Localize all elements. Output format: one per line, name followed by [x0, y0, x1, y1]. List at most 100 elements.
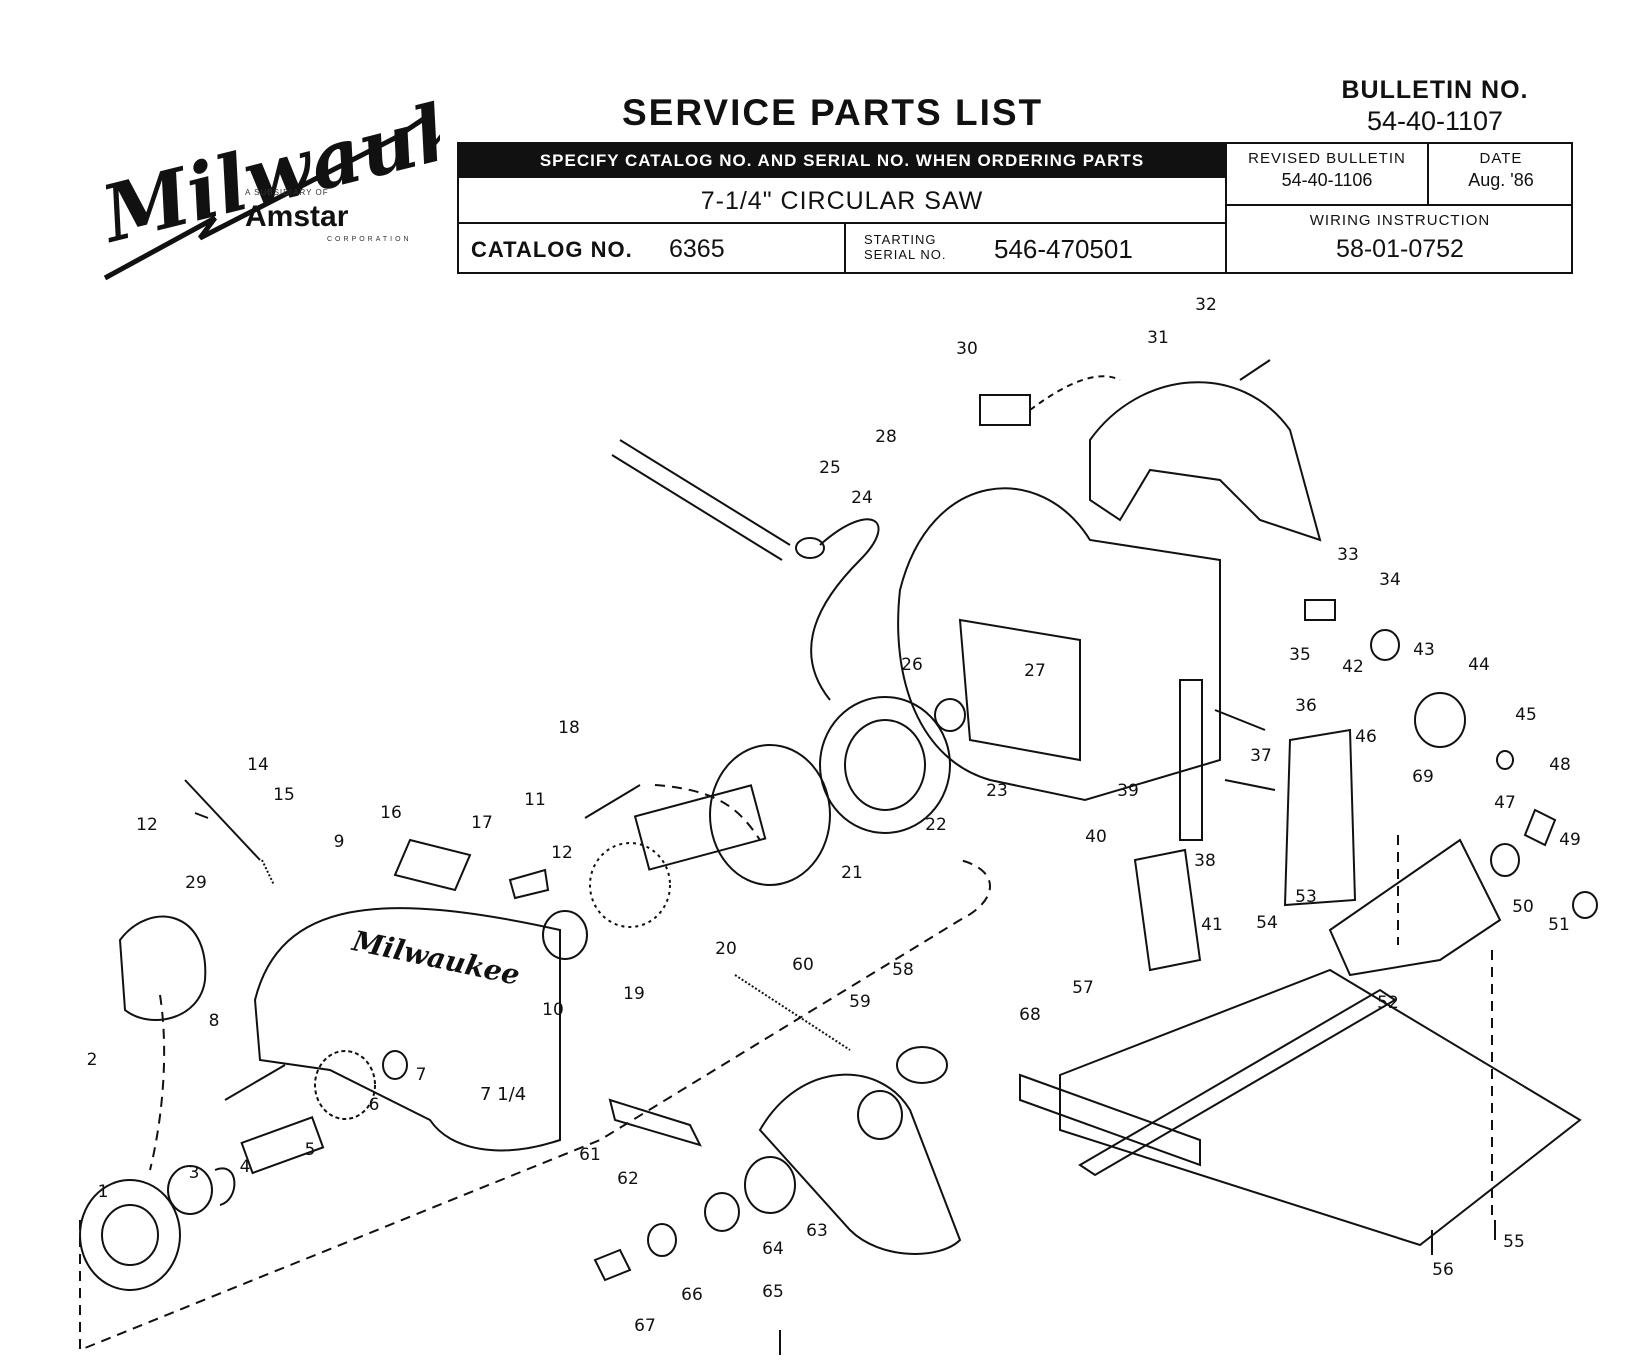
milwaukee-logo: Milwaukee [95, 78, 440, 281]
callout-69: 69 [1412, 767, 1434, 787]
gear [314, 1050, 376, 1120]
callout-15: 15 [273, 785, 295, 805]
ordering-banner: SPECIFY CATALOG NO. AND SERIAL NO. WHEN … [459, 144, 1225, 178]
revised-bulletin-label: REVISED BULLETIN [1248, 150, 1406, 167]
page-title: SERVICE PARTS LIST [622, 92, 1044, 133]
field-bore [844, 719, 926, 811]
callout-39: 39 [1117, 781, 1139, 801]
callout-29: 29 [185, 873, 207, 893]
revised-bulletin-cell: REVISED BULLETIN 54-40-1106 [1227, 144, 1429, 206]
bulletin-number: 54-40-1107 [1366, 106, 1504, 136]
revised-bulletin-number: 54-40-1106 [1281, 170, 1373, 190]
bevel-bracket [1283, 728, 1357, 907]
callout-22: 22 [925, 815, 947, 835]
guard-size-text: 7 1/4 [480, 1084, 526, 1105]
callout-11: 11 [524, 790, 546, 810]
callout-3: 3 [189, 1163, 200, 1183]
wiring-instruction-number: 58-01-0752 [1336, 235, 1464, 263]
cord-strain-relief [795, 537, 825, 559]
bulletin-label: BULLETIN NO. [1341, 76, 1529, 104]
screw-8 [224, 1064, 286, 1101]
lightning-bolt-icon [103, 115, 427, 281]
callout-68: 68 [1019, 1005, 1041, 1025]
bearing-3 [167, 1165, 213, 1215]
callout-42: 42 [1342, 657, 1364, 677]
lower-guard [758, 1073, 962, 1255]
callout-55: 55 [1503, 1232, 1525, 1252]
pin-13 [194, 812, 209, 819]
callout-57: 57 [1072, 978, 1094, 998]
callout-47: 47 [1494, 793, 1516, 813]
serial-label-line-1: STARTING [864, 232, 937, 247]
inner-flange-66 [647, 1223, 677, 1257]
blade-screw-67 [593, 1248, 632, 1282]
callout-46: 46 [1355, 727, 1377, 747]
callout-63: 63 [806, 1221, 828, 1241]
rip-fence [1019, 1073, 1201, 1167]
switch [979, 394, 1031, 426]
handle-40 [1133, 848, 1202, 972]
catalog-number: 6365 [669, 235, 725, 263]
callout-26: 26 [901, 655, 923, 675]
outer-flange-64 [704, 1192, 740, 1232]
assembly-path-1 [79, 859, 991, 1352]
logo-subsidiary-line: A SUBSIDIARY OF [245, 188, 329, 197]
callout-45: 45 [1515, 705, 1537, 725]
callout-1: 1 [98, 1182, 109, 1202]
catalog-cell: CATALOG NO. 6365 [459, 224, 846, 274]
washer-47 [1490, 843, 1520, 877]
callout-60: 60 [792, 955, 814, 975]
callout-14: 14 [247, 755, 269, 775]
header-table: SPECIFY CATALOG NO. AND SERIAL NO. WHEN … [457, 142, 1573, 274]
callout-6: 6 [369, 1095, 380, 1115]
callout-7: 7 [416, 1065, 427, 1085]
assembly-path-2 [149, 994, 166, 1171]
callout-62: 62 [617, 1169, 639, 1189]
power-cord [611, 439, 791, 561]
brush-holder [1304, 599, 1336, 621]
callout-66: 66 [681, 1285, 703, 1305]
callout-50: 50 [1512, 897, 1534, 917]
date-cell: DATE Aug. '86 [1429, 144, 1573, 206]
assembly-path-3 [654, 784, 761, 841]
callout-38: 38 [1194, 851, 1216, 871]
callout-65: 65 [762, 1282, 784, 1302]
depth-knob [1414, 692, 1466, 748]
screw-18 [584, 784, 641, 819]
callout-25: 25 [819, 458, 841, 478]
callout-30: 30 [956, 339, 978, 359]
callout-12: 12 [551, 843, 573, 863]
callout-54: 54 [1256, 913, 1278, 933]
callout-33: 33 [1337, 545, 1359, 565]
callout-41: 41 [1201, 915, 1223, 935]
callout-24: 24 [851, 488, 873, 508]
armature-fan [589, 842, 671, 928]
needle-bearing [382, 1050, 408, 1080]
callout-20: 20 [715, 939, 737, 959]
callout-31: 31 [1147, 328, 1169, 348]
nut-45 [1496, 750, 1514, 770]
bulletin-info-column: REVISED BULLETIN 54-40-1106 DATE Aug. '8… [1225, 144, 1573, 272]
callout-12: 12 [136, 815, 158, 835]
callout-40: 40 [1085, 827, 1107, 847]
callout-36: 36 [1295, 696, 1317, 716]
nameplate [393, 838, 472, 892]
date-label: DATE [1479, 150, 1523, 167]
logo-parent-corp: CORPORATION [327, 236, 412, 243]
screw-32 [1239, 359, 1271, 381]
product-name: 7-1/4" CIRCULAR SAW [459, 178, 1225, 224]
bearing-19 [542, 910, 588, 960]
catalog-label: CATALOG NO. [471, 237, 633, 262]
callout-4: 4 [240, 1157, 251, 1177]
lower-guard-hub [857, 1090, 903, 1140]
bushing-58 [896, 1046, 948, 1084]
callout-28: 28 [875, 427, 897, 447]
callout-5: 5 [305, 1140, 316, 1160]
callout-43: 43 [1413, 640, 1435, 660]
serial-cell: STARTING SERIAL NO. 546-470501 [846, 224, 1225, 274]
callout-16: 16 [380, 803, 402, 823]
callout-48: 48 [1549, 755, 1571, 775]
baffle [709, 744, 831, 886]
field-assembly [819, 696, 951, 834]
